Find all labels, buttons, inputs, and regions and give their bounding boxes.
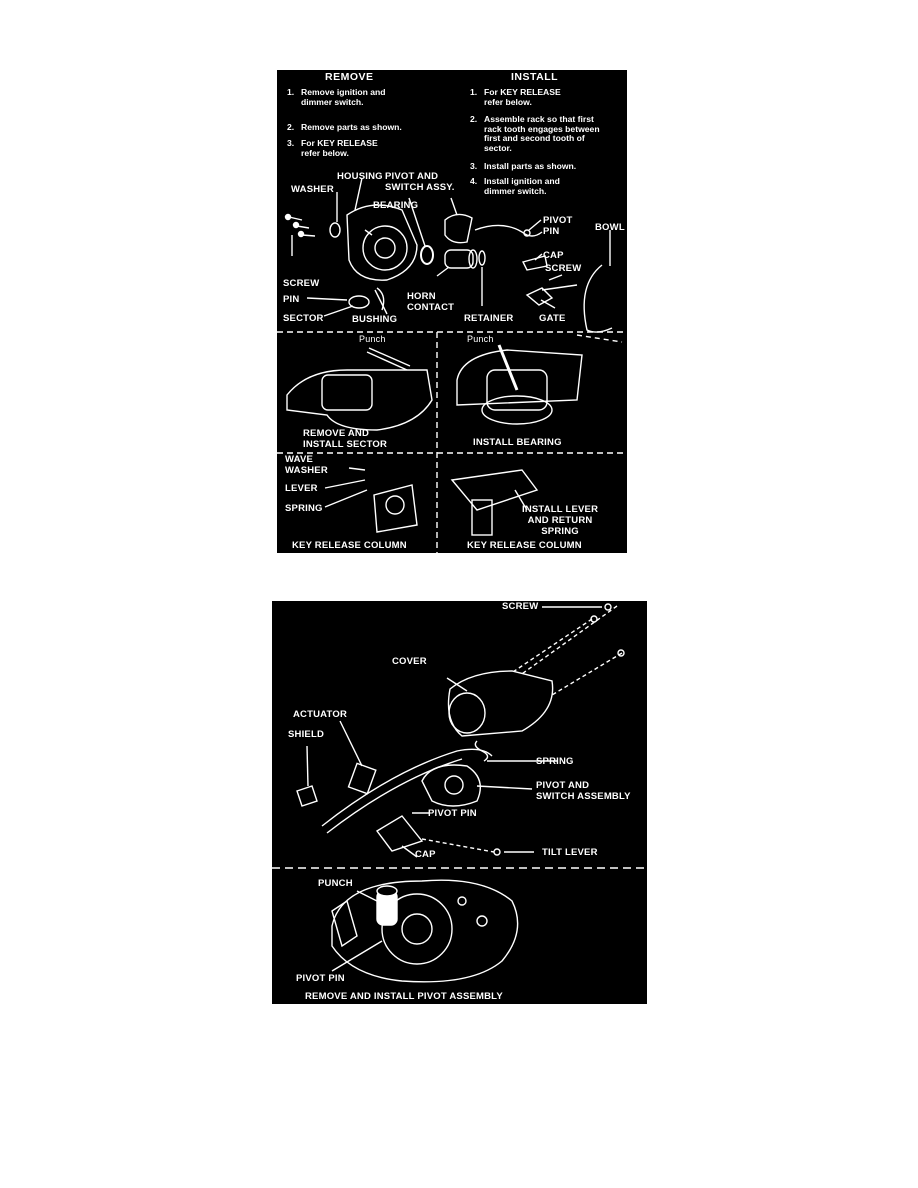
label-pivot-switch-assembly: PIVOT AND SWITCH ASSEMBLY (536, 780, 631, 802)
remove-step: 2. Remove parts as shown. (287, 122, 402, 133)
remove-step: 3. For KEY RELEASE refer below. (287, 138, 378, 158)
label-housing: HOUSING (337, 171, 383, 182)
step-text: Remove parts as shown. (301, 122, 402, 132)
caption-key-release-left: KEY RELEASE COLUMN (292, 540, 407, 551)
label-lever: LEVER (285, 483, 318, 494)
label-spring: SPRING (285, 503, 323, 514)
label-retainer: RETAINER (464, 313, 514, 324)
label-bushing: BUSHING (352, 314, 398, 325)
label-cap: CAP (543, 250, 564, 261)
step-number: 3. (470, 161, 478, 171)
label-pivot-switch-assy: PIVOT AND SWITCH ASSY. (385, 171, 455, 193)
step-text: Install ignition and dimmer switch. (484, 176, 560, 196)
step-number: 2. (470, 114, 478, 124)
label-pivot-pin: PIVOT PIN (428, 808, 477, 819)
label-pivot-pin: PIVOT PIN (543, 215, 573, 237)
label-tilt-lever: TILT LEVER (542, 847, 598, 858)
label-pivot-pin-lower: PIVOT PIN (296, 973, 345, 984)
label-bearing: BEARING (373, 200, 419, 211)
label-punch: PUNCH (318, 878, 353, 889)
step-text: Remove ignition and dimmer switch. (301, 87, 386, 107)
label-punch-bearing: Punch (467, 334, 494, 344)
label-wave-washer: WAVE WASHER (285, 454, 328, 476)
step-number: 1. (287, 87, 295, 97)
step-text: Assemble rack so that first rack tooth e… (484, 114, 600, 153)
install-step: 1. For KEY RELEASE refer below. (470, 87, 561, 107)
step-number: 4. (470, 176, 478, 186)
install-step: 2. Assemble rack so that first rack tooth… (470, 114, 600, 153)
steering-column-diagram-top: REMOVE INSTALL 1. Remove ignition and dim… (277, 70, 627, 553)
label-install-lever-return-spring: INSTALL LEVER AND RETURN SPRING (522, 504, 599, 537)
step-text: Install parts as shown. (484, 161, 577, 171)
label-horn-contact: HORN CONTACT (407, 291, 455, 313)
label-gate: GATE (539, 313, 566, 324)
step-number: 3. (287, 138, 295, 148)
caption-remove-install-sector: REMOVE AND INSTALL SECTOR (303, 428, 388, 450)
step-text: For KEY RELEASE refer below. (484, 87, 561, 107)
exploded-view-illustration (277, 177, 627, 553)
install-step: 3. Install parts as shown. (470, 161, 577, 172)
step-text: For KEY RELEASE refer below. (301, 138, 378, 158)
label-screw-left: SCREW (283, 278, 320, 289)
label-shield: SHIELD (288, 729, 325, 740)
caption-install-bearing: INSTALL BEARING (473, 437, 562, 448)
steering-column-diagram-bottom: SCREW COVER ACTUATOR SHIELD SPRING PIVOT… (272, 601, 647, 1004)
label-cover: COVER (392, 656, 427, 667)
caption-key-release-right: KEY RELEASE COLUMN (467, 540, 582, 551)
label-pin: PIN (283, 294, 300, 305)
step-number: 1. (470, 87, 478, 97)
label-spring: SPRING (536, 756, 574, 767)
label-bowl: BOWL (595, 222, 625, 233)
label-actuator: ACTUATOR (293, 709, 348, 720)
tilt-column-illustration (272, 603, 647, 983)
install-heading: INSTALL (511, 71, 559, 83)
label-cap: CAP (415, 849, 436, 860)
remove-heading: REMOVE (325, 71, 374, 83)
label-washer: WASHER (291, 184, 334, 195)
install-step: 4. Install ignition and dimmer switch. (470, 176, 560, 196)
step-number: 2. (287, 122, 295, 132)
caption-remove-install-pivot-assembly: REMOVE AND INSTALL PIVOT ASSEMBLY (305, 991, 503, 1002)
label-sector: SECTOR (283, 313, 324, 324)
label-screw-right: SCREW (545, 263, 582, 274)
label-screw: SCREW (502, 601, 539, 612)
remove-step: 1. Remove ignition and dimmer switch. (287, 87, 386, 107)
label-punch-sector: Punch (359, 334, 386, 344)
